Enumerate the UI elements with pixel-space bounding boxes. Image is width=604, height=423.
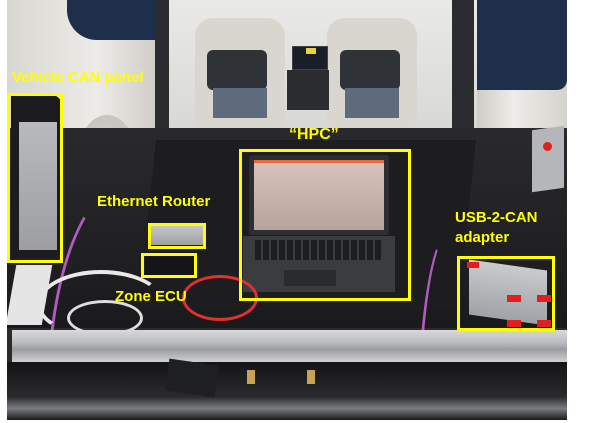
- test-bench-photo: [7, 0, 567, 420]
- vehicle-can-panel-box: [7, 93, 63, 263]
- usb-can-endcap-1: [467, 262, 479, 268]
- laptop-keys: [255, 240, 383, 260]
- usb-can-endcap-5: [507, 320, 521, 327]
- hpc-box: [239, 149, 411, 301]
- power-adapter: [165, 358, 219, 398]
- aluminium-rail: [12, 330, 567, 362]
- vehicle-can-panel-label: Vehicle CAN panel: [12, 69, 144, 86]
- ethernet-router-label: Ethernet Router: [97, 193, 211, 210]
- left-seat-lower-pocket: [213, 88, 267, 118]
- emergency-stop-button: [543, 142, 552, 151]
- usb-2-can-adapter-box: [457, 256, 555, 331]
- bolt-right: [307, 370, 315, 384]
- left-seat-pocket: [207, 50, 267, 90]
- right-seat-lower-pocket: [345, 88, 399, 118]
- ethernet-router-box: [148, 223, 206, 249]
- usb-2-can-label-line2: adapter: [455, 229, 510, 246]
- left-window: [67, 0, 157, 40]
- laptop-screen-display: [254, 160, 384, 230]
- usb-2-can-label-line1: USB-2-CAN: [455, 209, 538, 226]
- hpc-label: “HPC”: [289, 126, 339, 143]
- usb-can-endcap-4: [537, 320, 551, 327]
- usb-can-endcap-3: [537, 295, 551, 302]
- right-seat-pocket: [340, 50, 400, 90]
- zone-ecu-label: Zone ECU: [115, 288, 187, 305]
- zone-ecu-box: [141, 253, 197, 278]
- bolt-left: [247, 370, 255, 384]
- usb-can-endcap-2: [507, 295, 521, 302]
- laptop-touchpad: [284, 270, 336, 286]
- dashboard-screen-accent: [306, 48, 316, 54]
- switch-panel: [532, 125, 564, 193]
- laptop-titlebar: [254, 160, 384, 163]
- center-console: [287, 70, 329, 110]
- right-window: [477, 0, 567, 90]
- rear-bumper: [7, 362, 567, 420]
- can-panel-plate: [19, 122, 57, 250]
